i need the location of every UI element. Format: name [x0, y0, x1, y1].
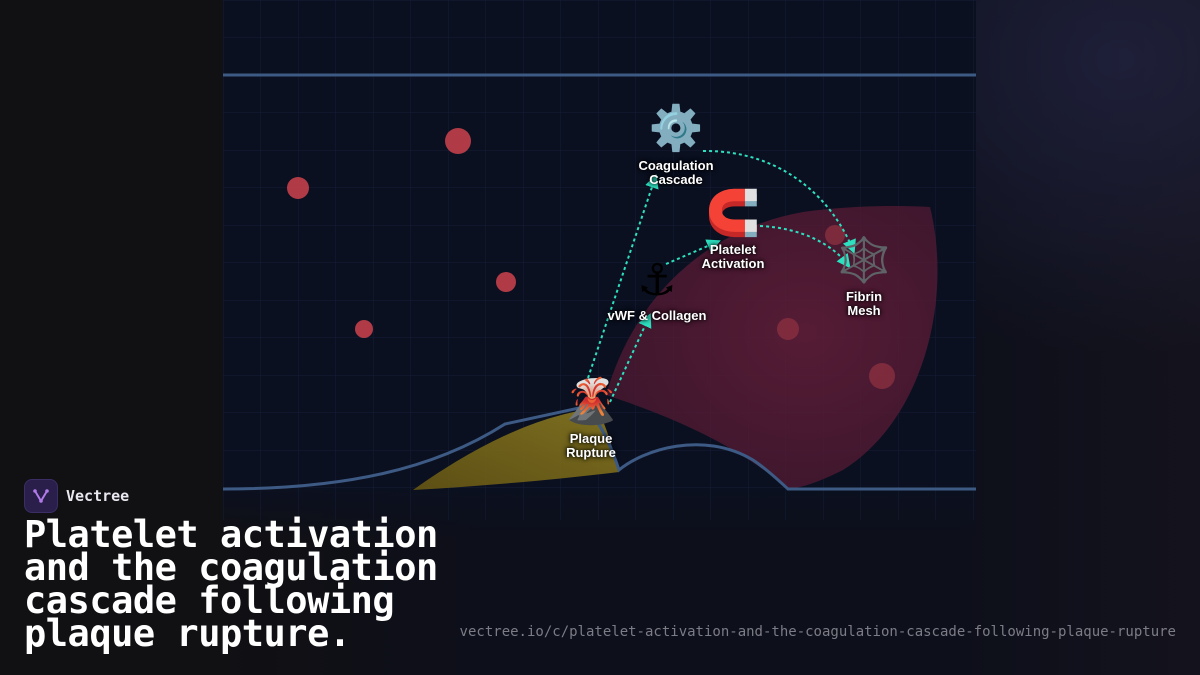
brand: Vectree [24, 479, 129, 513]
blood-cell [496, 272, 516, 292]
flow-arrows [587, 149, 856, 403]
brand-name: Vectree [66, 487, 130, 505]
vessel-wall-bottom [222, 406, 976, 491]
node-label-vwf-collagen: vWF & Collagen [607, 308, 707, 323]
arrow-platelet-to-fibrin [759, 225, 851, 269]
node-label-coagulation-cascade: Coagulation Cascade [638, 158, 714, 187]
page-title: Platelet activation and the coagulation … [24, 513, 438, 655]
clot-region [606, 206, 938, 489]
node-label-platelet-activation: Platelet Activation [701, 242, 765, 271]
gear-icon: ⚙️ [648, 104, 704, 153]
source-url[interactable]: vectree.io/c/platelet-activation-and-the… [459, 624, 1176, 640]
blood-cell [287, 177, 309, 199]
arrow-coagulation-to-fibrin [702, 149, 856, 254]
spider-web-icon: 🕸️ [836, 236, 892, 285]
node-label-fibrin-mesh: Fibrin Mesh [845, 289, 883, 318]
blood-cell [355, 320, 373, 338]
blood-cell [445, 128, 471, 154]
blood-cell [869, 363, 895, 389]
blood-cell [777, 318, 799, 340]
magnet-icon: 🧲 [705, 189, 761, 238]
anchor-icon: ⚓ [637, 256, 677, 305]
diagram-svg [222, 0, 976, 540]
volcano-icon: 🌋 [563, 377, 619, 426]
arrow-plaque-to-coagulation [587, 174, 659, 379]
vectree-logo-icon [24, 479, 58, 513]
node-label-plaque-rupture: Plaque Rupture [566, 431, 616, 460]
blood-cells [287, 128, 895, 389]
diagram-canvas: 🌋 Plaque Rupture ⚓ vWF & Collagen 🧲 Plat… [222, 0, 976, 540]
blood-cell [825, 225, 845, 245]
plaque-region [413, 408, 619, 490]
